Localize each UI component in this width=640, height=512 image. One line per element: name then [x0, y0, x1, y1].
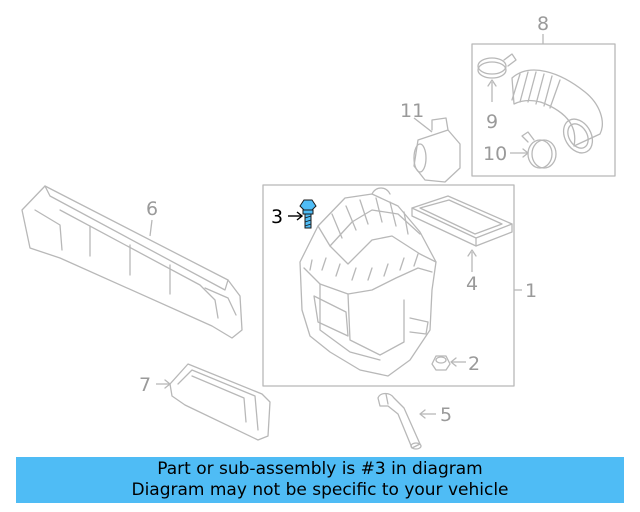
part-4-air-filter[interactable] — [411, 195, 513, 247]
callout-10-arrow — [522, 148, 529, 158]
callout-11-leader — [413, 117, 433, 133]
callout-1[interactable]: 1 — [525, 280, 537, 302]
callout-5-arrow — [419, 409, 426, 419]
callout-7-arrow — [164, 379, 171, 389]
callout-2-arrow — [450, 357, 457, 367]
part-6-air-duct[interactable] — [21, 185, 243, 339]
banner-part-note: Part or sub-assembly is #3 in diagram — [157, 459, 483, 479]
assembly-1-frame — [262, 184, 515, 387]
callout-4[interactable]: 4 — [466, 273, 478, 295]
callout-8[interactable]: 8 — [537, 13, 549, 35]
part-5-hose[interactable] — [377, 392, 422, 450]
part-7-intake-guide[interactable] — [169, 363, 271, 441]
callout-6[interactable]: 6 — [146, 198, 158, 220]
callout-3[interactable]: 3 — [271, 206, 283, 228]
callout-3-arrow — [296, 211, 304, 221]
callout-6-leader — [149, 219, 153, 237]
highlight-banner: Part or sub-assembly is #3 in diagram Di… — [16, 457, 624, 503]
callout-9[interactable]: 9 — [486, 111, 498, 133]
part-3-bolt[interactable] — [299, 199, 317, 229]
part-10-clamp[interactable] — [521, 131, 557, 169]
callout-4-arrow — [467, 249, 477, 257]
callout-10[interactable]: 10 — [483, 143, 507, 165]
part-11-connector[interactable] — [413, 117, 461, 183]
callout-11[interactable]: 11 — [400, 100, 424, 122]
part-2-nut[interactable] — [431, 355, 451, 371]
part-8-intake-hose[interactable] — [511, 69, 603, 158]
callout-5[interactable]: 5 — [440, 404, 452, 426]
callout-2[interactable]: 2 — [468, 353, 480, 375]
callout-9-arrow — [487, 79, 497, 87]
part-1-air-cleaner-housing[interactable] — [299, 187, 437, 377]
callout-7[interactable]: 7 — [139, 374, 151, 396]
banner-disclaimer: Diagram may not be specific to your vehi… — [131, 480, 509, 500]
part-9-clamp[interactable] — [477, 53, 517, 79]
